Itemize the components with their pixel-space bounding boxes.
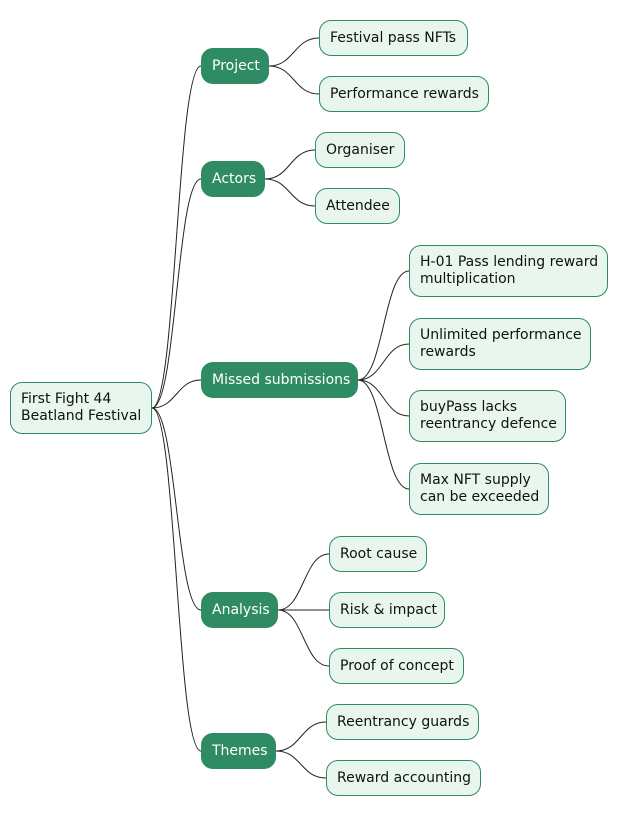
leaf-label: Root cause (340, 545, 418, 562)
branch-missed-submissions: Missed submissions (201, 362, 358, 398)
connector-branch-1-leaf-0 (264, 149, 316, 180)
leaf-performance-rewards: Performance rewards (319, 76, 489, 112)
leaf-risk-impact: Risk & impact (329, 592, 445, 628)
connector-branch-2-leaf-0 (357, 270, 410, 381)
branch-themes: Themes (201, 733, 276, 769)
leaf-festival-pass-nfts: Festival pass NFTs (319, 20, 468, 56)
branch-analysis: Analysis (201, 592, 278, 628)
branch-label: Actors (212, 170, 257, 187)
connector-branch-2-leaf-3 (357, 379, 410, 490)
leaf-label: Performance rewards (330, 85, 479, 102)
leaf-root-cause: Root cause (329, 536, 427, 572)
branch-label: Themes (212, 742, 268, 759)
branch-actors: Actors (201, 161, 265, 197)
branch-label: Project (212, 57, 260, 74)
leaf-label: Organiser (326, 141, 395, 158)
connector-branch-3-leaf-0 (277, 553, 330, 611)
leaf-reward-accounting: Reward accounting (326, 760, 481, 796)
leaf-proof-of-concept: Proof of concept (329, 648, 464, 684)
connector-branch-4-leaf-1 (275, 750, 327, 779)
connector-root-branch-1 (151, 178, 202, 409)
connector-root-branch-0 (151, 65, 202, 409)
connector-branch-2-leaf-2 (357, 379, 410, 417)
branch-label: Missed submissions (212, 371, 351, 388)
connector-branch-2-leaf-1 (357, 343, 410, 381)
leaf-label: Reentrancy guards (337, 713, 470, 730)
connector-branch-0-leaf-0 (268, 37, 320, 67)
branch-project: Project (201, 48, 269, 84)
connector-branch-0-leaf-1 (268, 65, 320, 95)
connector-root-branch-2 (151, 379, 202, 409)
branch-label: Analysis (212, 601, 270, 618)
leaf-label: Reward accounting (337, 769, 472, 786)
connector-root-branch-4 (151, 407, 202, 752)
connector-branch-1-leaf-1 (264, 178, 316, 207)
connector-branch-3-leaf-2 (277, 609, 330, 667)
leaf-label: Festival pass NFTs (330, 29, 457, 46)
leaf-organiser: Organiser (315, 132, 405, 168)
leaf-reentrancy-guards: Reentrancy guards (326, 704, 479, 740)
leaf-label: Risk & impact (340, 601, 438, 618)
leaf-label: Attendee (326, 197, 390, 214)
leaf-attendee: Attendee (315, 188, 400, 224)
connector-root-branch-3 (151, 407, 202, 611)
connector-branch-4-leaf-0 (275, 721, 327, 752)
leaf-label: Proof of concept (340, 657, 454, 674)
